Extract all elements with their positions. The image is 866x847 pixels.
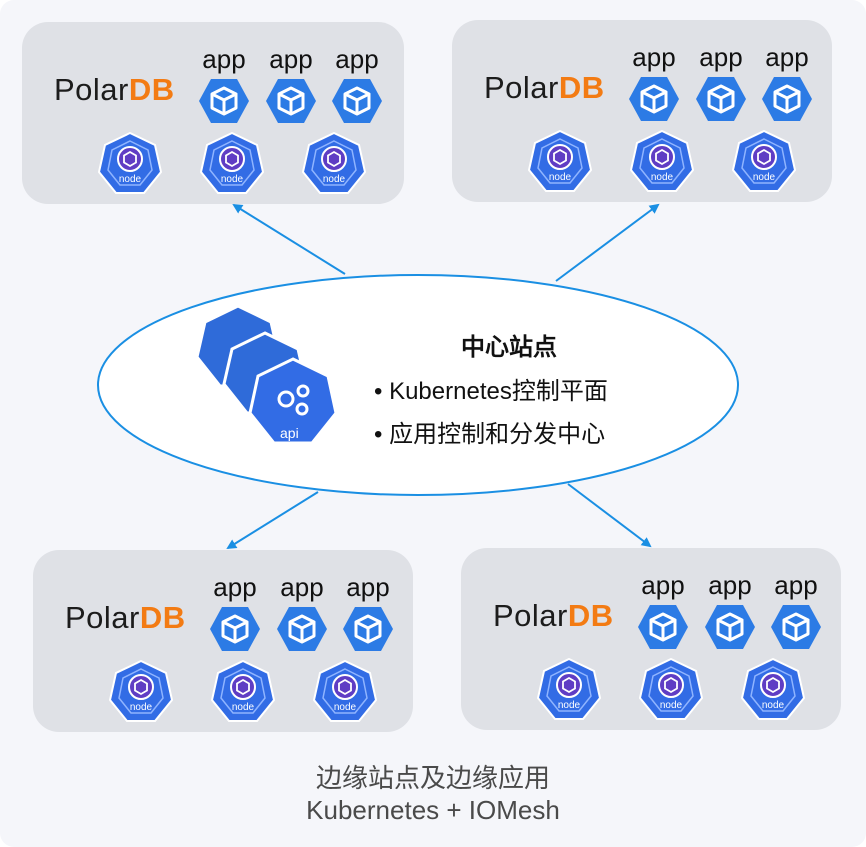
app-label: app [774, 570, 818, 600]
logo-db-text: DB [139, 600, 186, 635]
app-cube-icon [628, 76, 680, 122]
edge-site-top-left: PolarDB app app app node node node [22, 22, 404, 204]
node-kubernetes-icon: node [536, 657, 602, 720]
edge-site-bottom-left: PolarDB app app app node node node [33, 550, 413, 732]
node-label: node [752, 172, 776, 183]
bullet-text: Kubernetes控制平面 [389, 378, 608, 405]
arrow-top-right [555, 203, 660, 282]
center-bullet-1: • Kubernetes控制平面 [374, 371, 608, 406]
node-label: node [650, 172, 674, 183]
logo-main-text: Polar [484, 70, 559, 105]
node-label: node [557, 700, 581, 711]
app-cube-icon [265, 78, 317, 124]
arrow-bottom-right [567, 483, 652, 548]
app-label: app [346, 572, 390, 602]
edge-site-top-right: PolarDB app app app node node node [452, 20, 832, 202]
polardb-logo: PolarDB [493, 598, 614, 634]
node-kubernetes-icon: node [740, 657, 806, 720]
bullet-dot: • [374, 378, 390, 405]
node-kubernetes-icon: node [199, 131, 265, 194]
node-kubernetes-icon: node [312, 659, 378, 722]
center-bullet-2: • 应用控制和分发中心 [374, 414, 605, 449]
app-label: app [708, 570, 752, 600]
app-cube-icon [695, 76, 747, 122]
app-cube-icon [209, 606, 261, 652]
app-label: app [632, 42, 676, 72]
node-label: node [761, 700, 785, 711]
app-label: app [202, 44, 246, 74]
node-label: node [220, 174, 244, 185]
bullet-text: 应用控制和分发中心 [389, 421, 606, 448]
arrow-top-left [232, 203, 346, 275]
logo-db-text: DB [128, 72, 175, 107]
node-kubernetes-icon: node [638, 657, 704, 720]
node-kubernetes-icon: node [731, 129, 797, 192]
node-kubernetes-icon: node [527, 129, 593, 192]
node-label: node [118, 174, 142, 185]
arrow-bottom-left [226, 491, 319, 550]
node-label: node [659, 700, 683, 711]
node-kubernetes-icon: node [301, 131, 367, 194]
node-kubernetes-icon: node [210, 659, 276, 722]
polardb-logo: PolarDB [484, 70, 605, 106]
app-label: app [280, 572, 324, 602]
app-label: app [335, 44, 379, 74]
app-label: app [213, 572, 257, 602]
app-label: app [765, 42, 809, 72]
edge-site-bottom-right: PolarDB app app app node node node [461, 548, 841, 730]
app-label: app [641, 570, 685, 600]
node-label: node [548, 172, 572, 183]
logo-main-text: Polar [65, 600, 140, 635]
app-label: app [699, 42, 743, 72]
bullet-dot: • [374, 421, 390, 448]
logo-db-text: DB [567, 598, 614, 633]
logo-main-text: Polar [493, 598, 568, 633]
logo-main-text: Polar [54, 72, 129, 107]
caption-title: 边缘站点及边缘应用 [315, 763, 550, 793]
app-cube-icon [770, 604, 822, 650]
node-label: node [231, 702, 255, 713]
node-label: node [322, 174, 346, 185]
node-kubernetes-icon: node [629, 129, 695, 192]
api-label: api [280, 425, 299, 441]
polardb-logo: PolarDB [54, 72, 175, 108]
polardb-logo: PolarDB [65, 600, 186, 636]
app-cube-icon [761, 76, 813, 122]
app-cube-icon [637, 604, 689, 650]
node-kubernetes-icon: node [108, 659, 174, 722]
node-label: node [129, 702, 153, 713]
app-cube-icon [331, 78, 383, 124]
center-site-title: 中心站点 [461, 334, 557, 361]
logo-db-text: DB [558, 70, 605, 105]
node-label: node [333, 702, 357, 713]
node-kubernetes-icon: node [97, 131, 163, 194]
caption-subtitle: Kubernetes + IOMesh [306, 795, 560, 825]
app-cube-icon [198, 78, 250, 124]
app-label: app [269, 44, 313, 74]
app-cube-icon [342, 606, 394, 652]
app-cube-icon [704, 604, 756, 650]
app-cube-icon [276, 606, 328, 652]
